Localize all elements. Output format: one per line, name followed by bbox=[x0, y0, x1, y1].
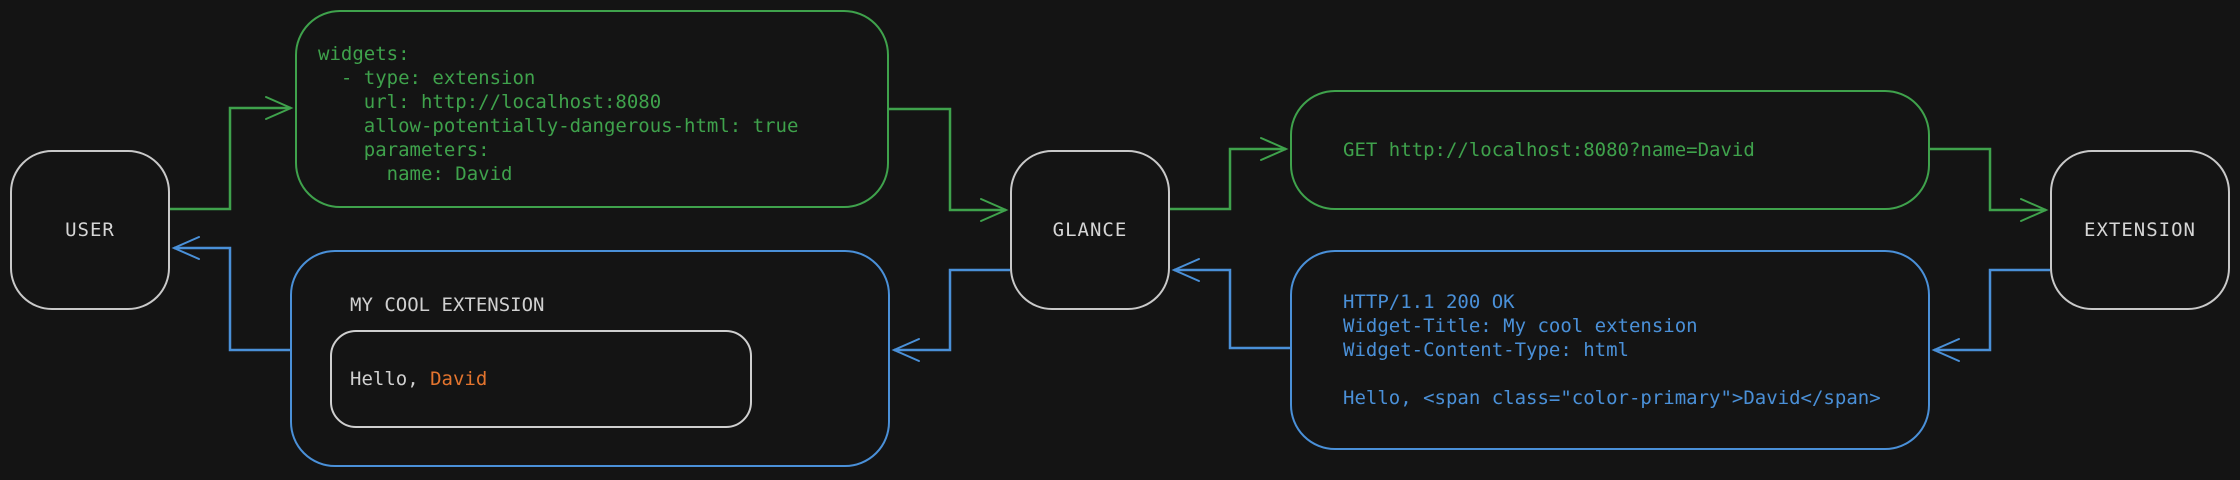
arrowhead-right-icon bbox=[1260, 137, 1289, 161]
arrowhead-right-icon bbox=[2020, 198, 2049, 222]
arrow-request-to-extension bbox=[1930, 147, 2049, 222]
extension-node-label: EXTENSION bbox=[2084, 219, 2196, 241]
glance-node: GLANCE bbox=[1010, 150, 1170, 310]
arrowhead-right-icon bbox=[265, 96, 294, 120]
greeting-text: Hello, David bbox=[332, 368, 487, 390]
arrow-response-to-glance bbox=[1171, 258, 1290, 350]
arrowhead-left-icon bbox=[1931, 338, 1960, 362]
widget-preview-box: MY COOL EXTENSION Hello, David bbox=[290, 250, 890, 467]
arrow-glance-to-widget bbox=[891, 268, 1010, 362]
arrow-glance-to-request bbox=[1170, 137, 1289, 211]
request-code-box: GET http://localhost:8080?name=David bbox=[1290, 90, 1930, 210]
response-code-box: HTTP/1.1 200 OK Widget-Title: My cool ex… bbox=[1290, 250, 1930, 450]
arrow-widget-to-user bbox=[171, 236, 290, 352]
arrowhead-left-icon bbox=[891, 338, 920, 362]
user-node: USER bbox=[10, 150, 170, 310]
request-code: GET http://localhost:8080?name=David bbox=[1343, 139, 1755, 161]
arrow-user-to-config bbox=[170, 96, 294, 211]
greeting-prefix: Hello, bbox=[350, 368, 431, 390]
arrow-extension-to-response bbox=[1931, 268, 2050, 362]
arrowhead-right-icon bbox=[980, 198, 1009, 222]
widget-content-frame: Hello, David bbox=[330, 330, 752, 428]
arrowhead-left-icon bbox=[171, 236, 200, 260]
extension-node: EXTENSION bbox=[2050, 150, 2230, 310]
response-code: HTTP/1.1 200 OK Widget-Title: My cool ex… bbox=[1343, 291, 1881, 409]
config-code: widgets: - type: extension url: http://l… bbox=[318, 43, 799, 185]
arrow-config-to-glance bbox=[889, 107, 1009, 222]
widget-title: MY COOL EXTENSION bbox=[350, 294, 545, 316]
user-node-label: USER bbox=[65, 219, 115, 241]
config-code-box: widgets: - type: extension url: http://l… bbox=[295, 10, 889, 208]
greeting-name: David bbox=[430, 368, 488, 390]
arrowhead-left-icon bbox=[1171, 258, 1200, 282]
glance-node-label: GLANCE bbox=[1052, 219, 1128, 241]
